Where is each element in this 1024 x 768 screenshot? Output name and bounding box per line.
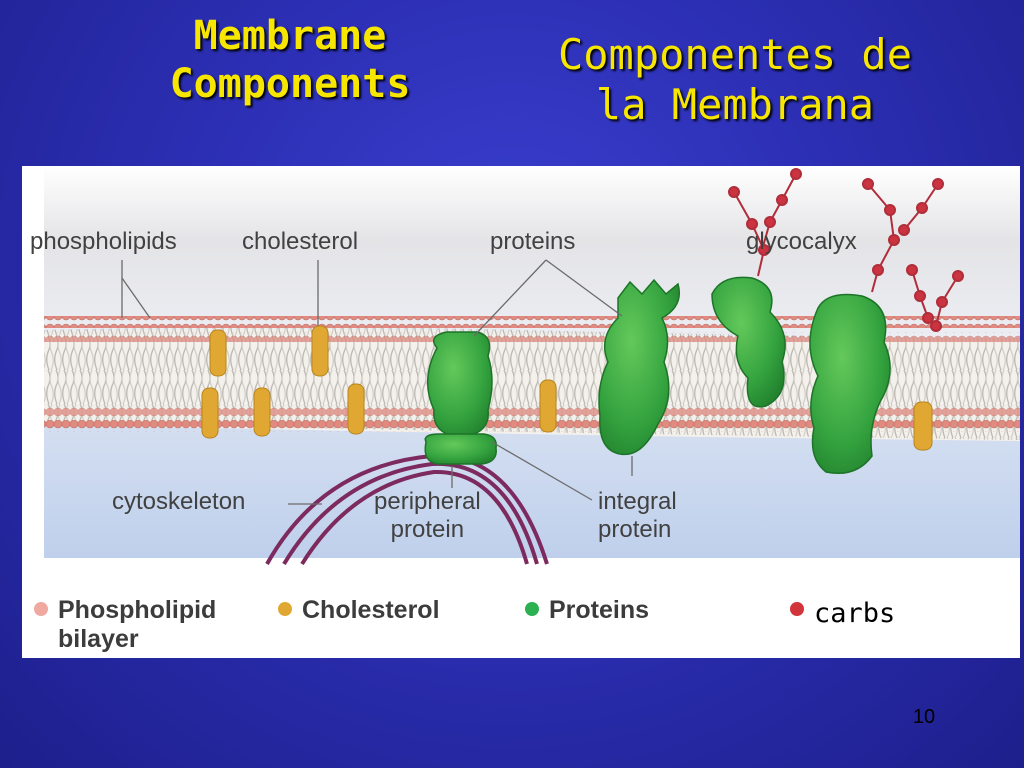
legend-label-line-2: bilayer (58, 624, 139, 653)
legend-item-cholesterol: Cholesterol (278, 596, 440, 625)
title-english-line-2: Components (169, 61, 411, 107)
legend-item-carbs: carbs (790, 596, 895, 629)
membrane-illustration (44, 166, 1020, 566)
peripheral-protein (424, 433, 497, 465)
legend-swatch-carbs (790, 602, 804, 616)
membrane-diagram-panel: phospholipids cholesterol proteins glyco… (22, 166, 1020, 658)
label-proteins: proteins (490, 228, 576, 255)
legend-swatch-proteins (525, 602, 539, 616)
label-leader-lines (121, 259, 633, 505)
cholesterol-molecule (347, 383, 365, 435)
glycocalyx-chains (728, 168, 964, 332)
cholesterol-molecule (311, 325, 329, 377)
slide-number: 10 (912, 706, 936, 728)
title-spanish-line-2: la Membrana (595, 80, 875, 130)
label-cholesterol: cholesterol (242, 228, 359, 255)
label-glycocalyx: glycocalyx (746, 228, 857, 255)
label-integral-line-1: integral (598, 488, 677, 515)
cholesterol-molecules (201, 325, 933, 451)
cholesterol-molecule (201, 387, 219, 439)
label-phospholipids: phospholipids (30, 228, 177, 255)
glycoprotein (809, 293, 891, 474)
cholesterol-molecule (539, 379, 557, 433)
slide-title-english: Membrane Components (140, 12, 440, 108)
legend-label: carbs (814, 598, 896, 629)
cholesterol-molecule (253, 387, 271, 437)
integral-protein (598, 278, 680, 456)
title-spanish-line-1: Componentes de (557, 30, 912, 79)
cholesterol-molecule (913, 401, 933, 451)
legend-item-proteins: Proteins (525, 596, 649, 625)
label-integral-line-2: protein (598, 515, 672, 543)
label-cytoskeleton: cytoskeleton (112, 488, 246, 515)
transmembrane-protein (426, 331, 493, 437)
label-peripheral-line-1: peripheral (374, 488, 481, 515)
legend-label: Cholesterol (302, 596, 440, 624)
legend-item-phospholipid-bilayer: Phospholipid bilayer (34, 596, 216, 654)
cholesterol-molecule (209, 329, 227, 377)
title-english-line-1: Membrane (193, 13, 387, 59)
label-peripheral-protein: peripheral protein (374, 488, 481, 543)
label-integral-protein: integral protein (598, 488, 677, 543)
legend-swatch-cholesterol (278, 602, 292, 616)
slide-title-spanish: Componentes de la Membrana (535, 30, 935, 131)
legend-label-line-1: Phospholipid (58, 596, 217, 624)
glycoprotein (711, 276, 786, 408)
legend-swatch-phospholipid (34, 602, 48, 616)
label-peripheral-line-2: protein (390, 515, 465, 543)
legend-label: Proteins (549, 596, 650, 624)
